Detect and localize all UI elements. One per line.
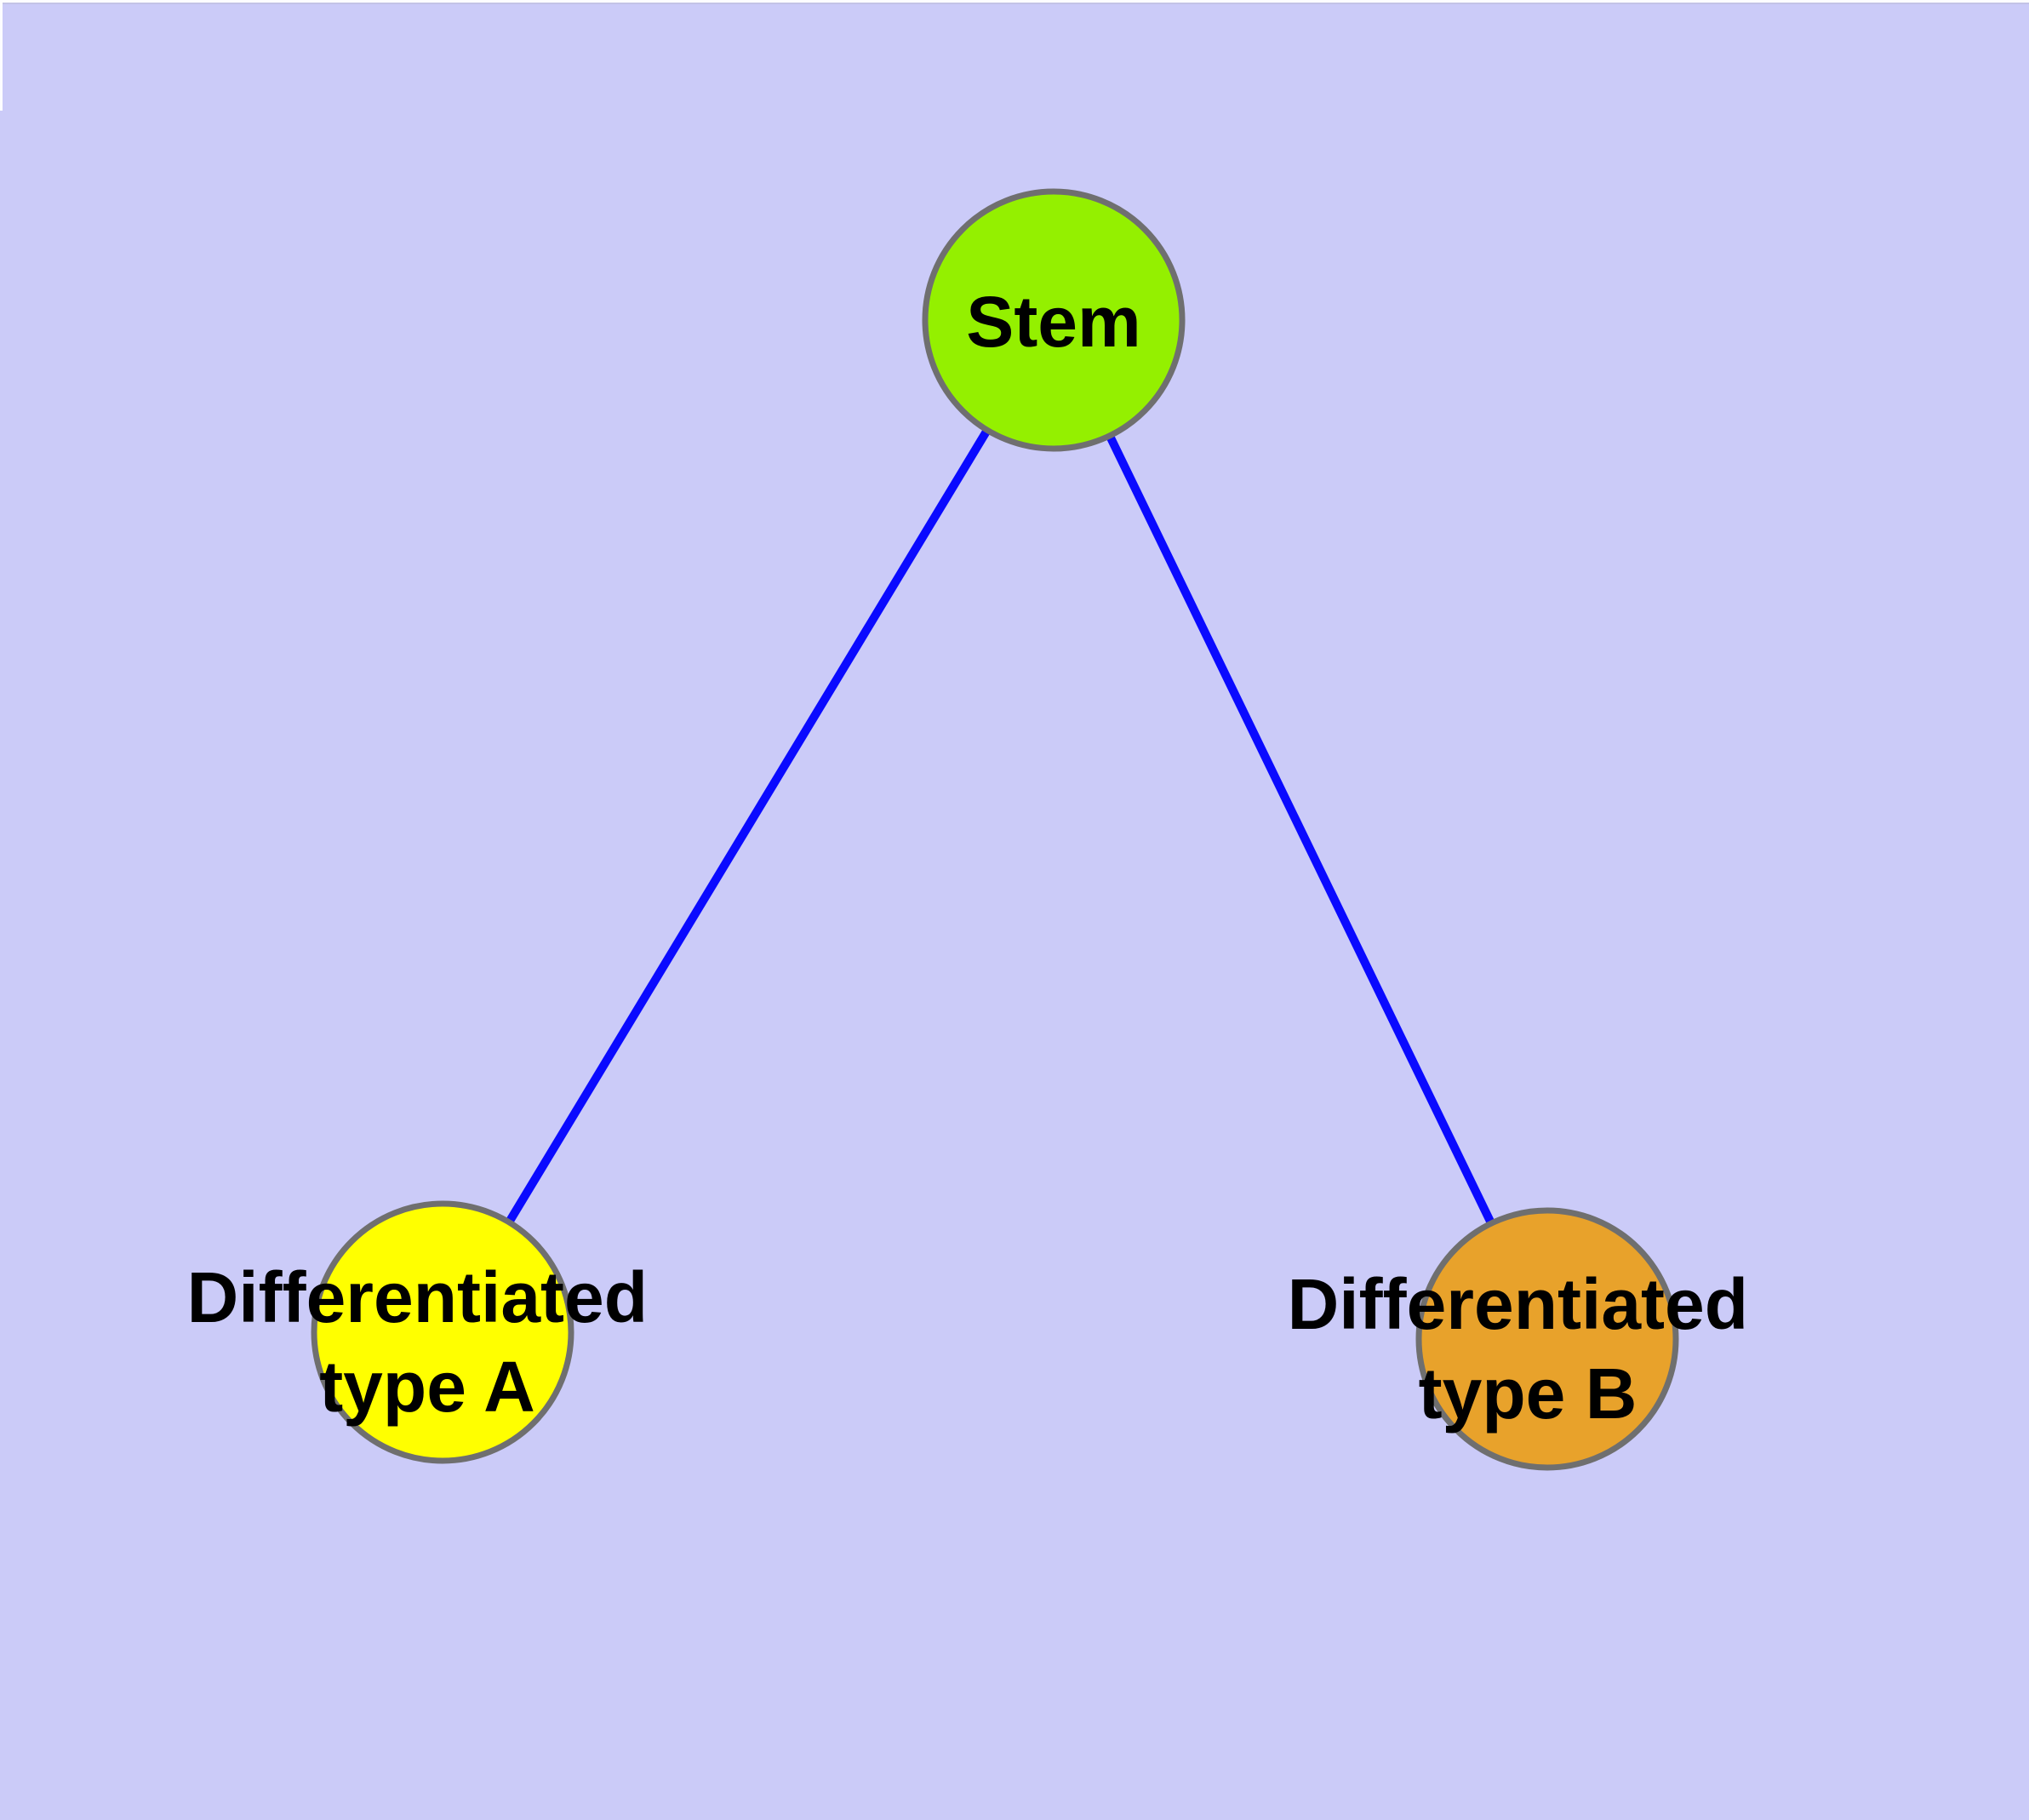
node-type-b-label: Differentiated type B (1288, 1264, 1769, 1434)
node-type-a-label-line2: type A (319, 1347, 535, 1427)
edge-stem-to-type-a (438, 318, 1058, 1335)
node-type-b-label-line1: Differentiated (1288, 1264, 1748, 1344)
node-type-b-label-line2: type B (1419, 1354, 1637, 1434)
node-stem-label: Stem (966, 282, 1140, 362)
node-type-b (1415, 1207, 1679, 1471)
node-type-a-label-line1: Differentiated (187, 1257, 648, 1337)
window-top-edge (0, 0, 2029, 4)
edge-stem-to-type-b (1049, 318, 1552, 1342)
node-type-a (311, 1200, 574, 1464)
node-stem (922, 188, 1186, 452)
window-left-edge (0, 0, 3, 111)
node-type-a-label: Differentiated type A (187, 1257, 668, 1427)
